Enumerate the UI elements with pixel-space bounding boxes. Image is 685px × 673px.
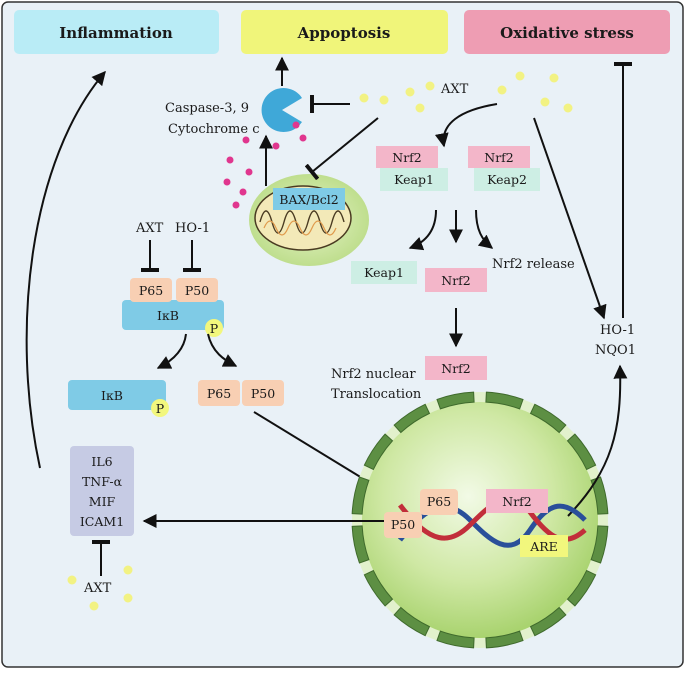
nuc-nrf2-box: [486, 489, 548, 513]
p50-free-box: [242, 380, 284, 406]
ikb-free-box: [68, 380, 166, 410]
phospho-free-label: P: [156, 401, 164, 416]
nqo1-label: NQO1: [595, 343, 636, 358]
arrow-p65-p50-release: [207, 333, 238, 367]
nrf2-translocated-label: Nrf2: [441, 361, 471, 376]
oxidative-stress-label: Oxidative stress: [500, 24, 634, 42]
oxidative-stress-header: Oxidative stress: [464, 10, 670, 54]
nuclear-envelope-segment: [529, 403, 567, 434]
nrf2-translocated-box: [425, 356, 487, 380]
phospho-free-badge: [151, 399, 169, 417]
arrow-release-right: [475, 209, 494, 249]
axt-bottom-label: AXT: [83, 581, 112, 596]
axt-bottom-dots: [67, 565, 133, 611]
cytokine-icam1: ICAM1: [80, 514, 124, 529]
nrf2-released-label: Nrf2: [441, 273, 471, 288]
ho1-inhibitor-label: HO-1: [175, 221, 210, 236]
bax-bcl2-label: BAX/Bcl2: [279, 192, 338, 207]
nuclear-envelope-segment: [436, 630, 475, 649]
cytokine-il6: IL6: [91, 454, 112, 469]
nuclear-envelope-segment: [363, 433, 394, 471]
keap1-released-label: Keap1: [364, 265, 404, 280]
nuclear-envelope-segment: [485, 391, 524, 410]
arrow-axt-to-keap: [434, 103, 498, 148]
nrf2-released-box: [425, 268, 487, 292]
arrow-axt-to-ho1: [533, 117, 607, 320]
caspase-icon: [261, 88, 302, 132]
bax-bcl2-box: [273, 188, 345, 210]
nuclear-envelope-segment: [351, 476, 370, 515]
arrow-release-left: [408, 209, 437, 251]
cytochrome-label: Cytochrome c: [168, 122, 259, 137]
nrf2-release-label: Nrf2 release: [492, 257, 575, 272]
keap2-box: [474, 168, 540, 191]
nrf2-box-b: [468, 146, 530, 168]
nuclear-envelope-segment: [436, 391, 475, 410]
nuc-p65-box: [420, 489, 458, 515]
p50-free-label: P50: [251, 386, 275, 401]
phospho-badge: [205, 319, 223, 337]
translocation-label-line2: Translocation: [331, 387, 422, 402]
axt-top-dots: [359, 71, 573, 113]
apoptosis-label: Appoptosis: [297, 24, 391, 42]
p65-free-box: [198, 380, 240, 406]
are-box: [520, 535, 568, 557]
p65-box: [130, 278, 172, 302]
nuclear-envelope-segment: [566, 569, 597, 607]
nuclear-envelope-segment: [529, 606, 567, 637]
keap2-label: Keap2: [487, 172, 527, 187]
nuclear-envelope-segment: [351, 525, 370, 564]
nuclear-envelope-segment: [590, 525, 609, 564]
nrf2-box-a: [376, 146, 438, 168]
nuc-p65-label: P65: [427, 494, 451, 509]
arrow-cytokines-to-inflammation: [25, 70, 106, 469]
inflammation-header: Inflammation: [14, 10, 219, 54]
phospho-label: P: [210, 321, 218, 336]
nuc-p50-label: P50: [391, 517, 415, 532]
keap1-box-a: [380, 168, 448, 191]
p50-box: [176, 278, 218, 302]
nuclear-envelope-segment: [393, 403, 431, 434]
nrf2-a-label: Nrf2: [392, 150, 422, 165]
axt-inhibitor-label: AXT: [135, 221, 164, 236]
nuc-nrf2-label: Nrf2: [502, 494, 532, 509]
p65-label: P65: [139, 283, 163, 298]
cytokine-box: [70, 446, 134, 536]
apoptosis-header: Appoptosis: [241, 10, 448, 54]
inflammation-label: Inflammation: [59, 24, 173, 42]
nuclear-envelope-segment: [393, 606, 431, 637]
axt-top-label: AXT: [440, 82, 469, 97]
ikb-label: IκB: [157, 308, 179, 323]
translocation-label-line1: Nrf2 nuclear: [331, 367, 416, 382]
cytokine-mif: MIF: [89, 494, 116, 509]
ikb-complex-box: [122, 300, 224, 330]
nuclear-envelope-segment: [363, 569, 394, 607]
nuc-p50-box: [384, 512, 422, 538]
axt-inhibits-bax: [304, 117, 379, 181]
p50-label: P50: [185, 283, 209, 298]
caspase-label: Caspase-3, 9: [165, 101, 249, 116]
ho1-label: HO-1: [600, 323, 635, 338]
cytokine-tnf: TNF-α: [82, 474, 123, 489]
are-label: ARE: [529, 539, 558, 554]
nuclear-envelope-segment: [590, 476, 609, 515]
arrow-ikb-release: [156, 333, 187, 369]
nucleus: [351, 391, 609, 649]
nrf2-b-label: Nrf2: [484, 150, 514, 165]
cytochrome-dots: [223, 121, 307, 209]
mitochondrion: [249, 174, 369, 266]
nuclear-envelope-segment: [485, 630, 524, 649]
keap1-a-label: Keap1: [394, 172, 434, 187]
p65-free-label: P65: [207, 386, 231, 401]
nuclear-envelope-segment: [566, 433, 597, 471]
keap1-released-box: [351, 261, 417, 284]
arrow-are-to-ho1: [567, 364, 628, 517]
ikb-free-label: IκB: [101, 388, 123, 403]
